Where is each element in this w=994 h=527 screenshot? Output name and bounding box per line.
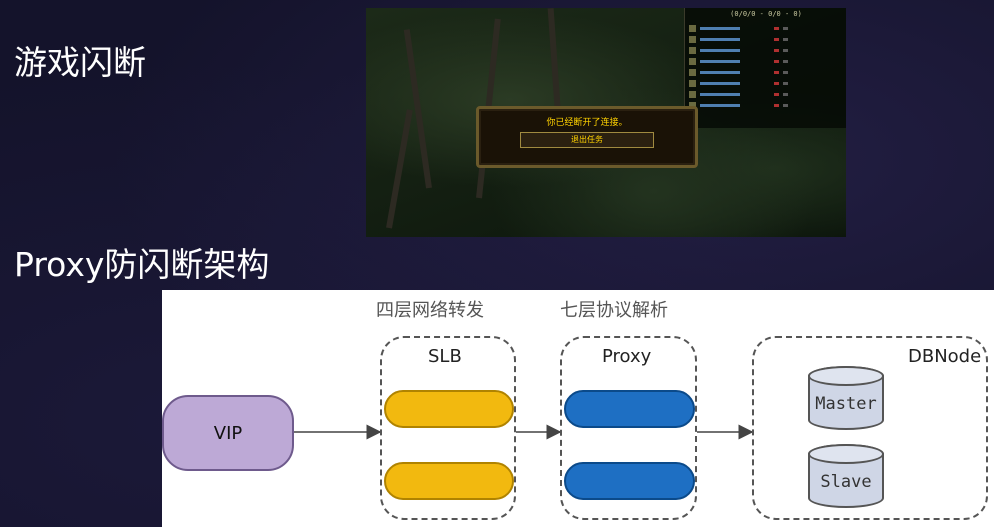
proxy-instance-1 (564, 390, 695, 428)
dbnode-title: DBNode (908, 346, 982, 367)
master-label: Master (815, 394, 877, 414)
slave-db-icon: Slave (808, 444, 884, 508)
layer7-label: 七层协议解析 (560, 300, 668, 321)
scoreboard-row (689, 90, 843, 99)
game-scoreboard: (0/0/0 - 0/0 - 0) (684, 8, 846, 128)
scoreboard-row (689, 46, 843, 55)
scoreboard-title: (0/0/0 - 0/0 - 0) (730, 10, 802, 18)
scoreboard-row (689, 101, 843, 110)
game-screenshot: (0/0/0 - 0/0 - 0) 你已经断开了连接。 退出任务 (366, 8, 846, 237)
slb-instance-2 (384, 462, 514, 500)
connector-arrows (294, 424, 754, 440)
scoreboard-row (689, 79, 843, 88)
master-db-icon: Master (808, 366, 884, 430)
slave-label: Slave (820, 472, 872, 492)
proxy-instance-2 (564, 462, 695, 500)
layer4-label: 四层网络转发 (376, 300, 484, 321)
slb-group: SLB (380, 336, 516, 520)
vip-node: VIP (162, 395, 294, 471)
proxy-title: Proxy (602, 346, 652, 367)
heading-game-flash: 游戏闪断 (14, 43, 146, 82)
scoreboard-row (689, 68, 843, 77)
disconnect-message: 你已经断开了连接。 (546, 118, 628, 128)
architecture-diagram: 四层网络转发 七层协议解析 VIP SLB Proxy DBNode Maste… (162, 290, 994, 527)
heading-proxy-architecture: Proxy防闪断架构 (14, 245, 270, 284)
quit-mission-button[interactable]: 退出任务 (520, 132, 654, 148)
scoreboard-row (689, 35, 843, 44)
disconnect-dialog: 你已经断开了连接。 退出任务 (476, 106, 698, 168)
tree-decoration (386, 109, 413, 229)
scoreboard-row (689, 24, 843, 33)
proxy-group: Proxy (560, 336, 697, 520)
scoreboard-row (689, 57, 843, 66)
slb-title: SLB (428, 346, 462, 367)
slb-instance-1 (384, 390, 514, 428)
dbnode-group: DBNode Master Slave (752, 336, 988, 520)
